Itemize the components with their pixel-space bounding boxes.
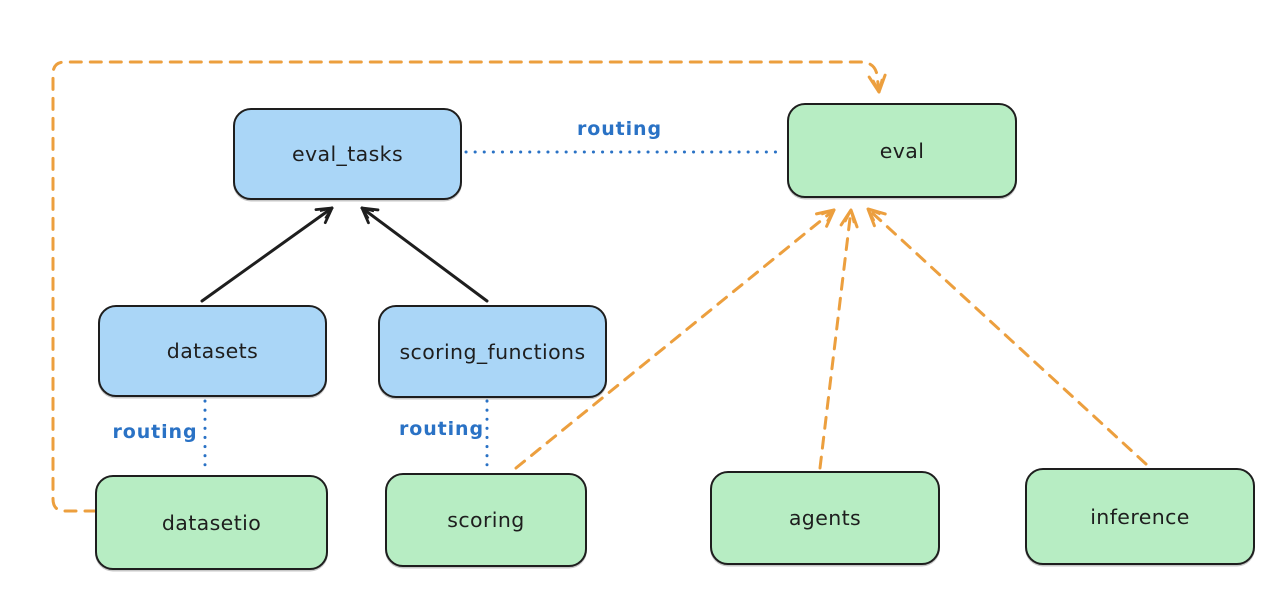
routing-label-eval-tasks-eval: routing — [577, 118, 662, 140]
node-agents: agents — [710, 471, 940, 565]
node-scoring: scoring — [385, 473, 587, 567]
edge-inference-to-eval — [866, 207, 1148, 466]
edge-datasets-to-eval-tasks — [200, 206, 334, 303]
node-scoring-functions: scoring_functions — [378, 305, 607, 398]
node-eval: eval — [787, 103, 1017, 198]
node-datasets: datasets — [98, 305, 327, 397]
node-inference: inference — [1025, 468, 1255, 565]
routing-label-datasets-datasetio: routing — [112, 421, 198, 443]
routing-label-scoring-functions-scoring: routing — [399, 418, 484, 440]
node-eval-tasks: eval_tasks — [233, 108, 462, 200]
edge-agents-to-eval — [818, 208, 859, 470]
edge-scoring-functions-to-eval-tasks — [360, 206, 489, 303]
edge-datasetio-to-eval — [51, 60, 887, 513]
node-datasetio: datasetio — [95, 475, 328, 570]
